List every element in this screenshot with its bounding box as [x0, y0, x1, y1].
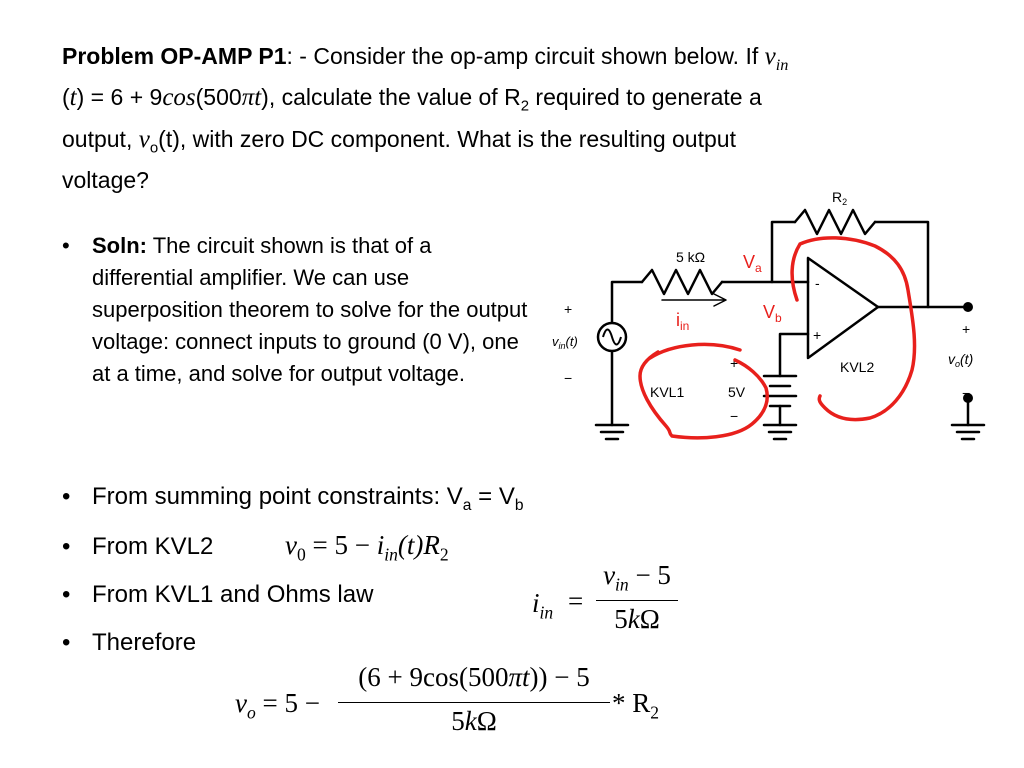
- bullet-therefore: •Therefore: [62, 629, 197, 656]
- opamp-symbol: [806, 256, 880, 360]
- equation-kvl1-fraction-bar: [596, 600, 678, 601]
- loop-kvl1: [638, 350, 769, 440]
- vo-variable: v: [138, 125, 150, 153]
- resistor-5k: [640, 268, 724, 296]
- equation-final-lhs: vo = 5 −: [235, 688, 320, 723]
- ac-source-wave: [602, 328, 622, 346]
- ground-battery: [762, 423, 798, 441]
- current-arrow: [661, 293, 727, 307]
- equation-kvl1-equals: =: [568, 586, 584, 616]
- output-terminal-top: [963, 302, 973, 312]
- wire-feedback-right: [873, 220, 930, 309]
- bullet: •: [62, 233, 70, 258]
- label-output-plus: +: [962, 321, 970, 337]
- loop-kvl2: [790, 236, 917, 422]
- equation-final-fraction-bar: [338, 702, 610, 703]
- label-output-minus: −: [962, 385, 970, 401]
- output-terminal-bottom: [963, 393, 973, 403]
- label-kvl2: KVL2: [840, 359, 874, 375]
- loop-kvl1-top: [648, 342, 742, 360]
- resistor-r2: [793, 208, 877, 236]
- bullet-summing-point: •From summing point constraints: Va = Vb: [62, 483, 524, 514]
- equation-kvl1-denominator: 5kΩ: [614, 604, 660, 634]
- ground-left: [594, 423, 630, 441]
- wire-feedback-left: [770, 220, 797, 284]
- soln-text: The circuit shown is that of a different…: [92, 233, 528, 386]
- label-vin: vin(t): [552, 334, 578, 351]
- label-opamp-plus: +: [813, 327, 821, 343]
- label-kvl1: KVL1: [650, 384, 684, 400]
- ground-output: [950, 423, 986, 441]
- wire-left-vertical-upper: [610, 280, 644, 327]
- bullet-kvl2: •From KVL2: [62, 533, 214, 560]
- problem-statement: Problem OP-AMP P1: - Consider the op-amp…: [62, 43, 789, 194]
- label-vo: vo(t): [948, 351, 973, 369]
- vin-variable: vin: [764, 43, 789, 74]
- solution-paragraph: • Soln: The circuit shown is that of a d…: [62, 230, 532, 390]
- equation-final-times-r2: * R2: [612, 688, 660, 723]
- label-iin: iin: [676, 310, 689, 333]
- wire-noninverting: [778, 332, 810, 378]
- label-va: Va: [743, 252, 762, 275]
- bullet-kvl1: •From KVL1 and Ohms law: [62, 581, 374, 608]
- equation-final-numerator: (6 + 9cos(500πt)) − 5: [358, 662, 590, 692]
- equation-kvl1-numerator: vin − 5: [603, 560, 671, 595]
- label-source-plus: +: [564, 301, 572, 317]
- equation-kvl1-lhs: iin: [532, 588, 554, 623]
- soln-label: Soln:: [92, 233, 147, 258]
- label-vb: Vb: [763, 302, 782, 325]
- label-battery-minus: −: [730, 408, 738, 424]
- equation-kvl2: v0 = 5 − iin(t)R2: [285, 530, 449, 565]
- equation-final-denominator: 5kΩ: [451, 706, 497, 736]
- label-r2: R2: [832, 189, 847, 207]
- problem-label: Problem OP-AMP P1: [62, 43, 287, 69]
- label-source-minus: −: [564, 370, 572, 386]
- label-battery-plus: +: [730, 355, 738, 371]
- label-r1: 5 kΩ: [676, 249, 705, 265]
- label-battery-5v: 5V: [728, 384, 746, 400]
- label-opamp-minus: -: [815, 275, 820, 291]
